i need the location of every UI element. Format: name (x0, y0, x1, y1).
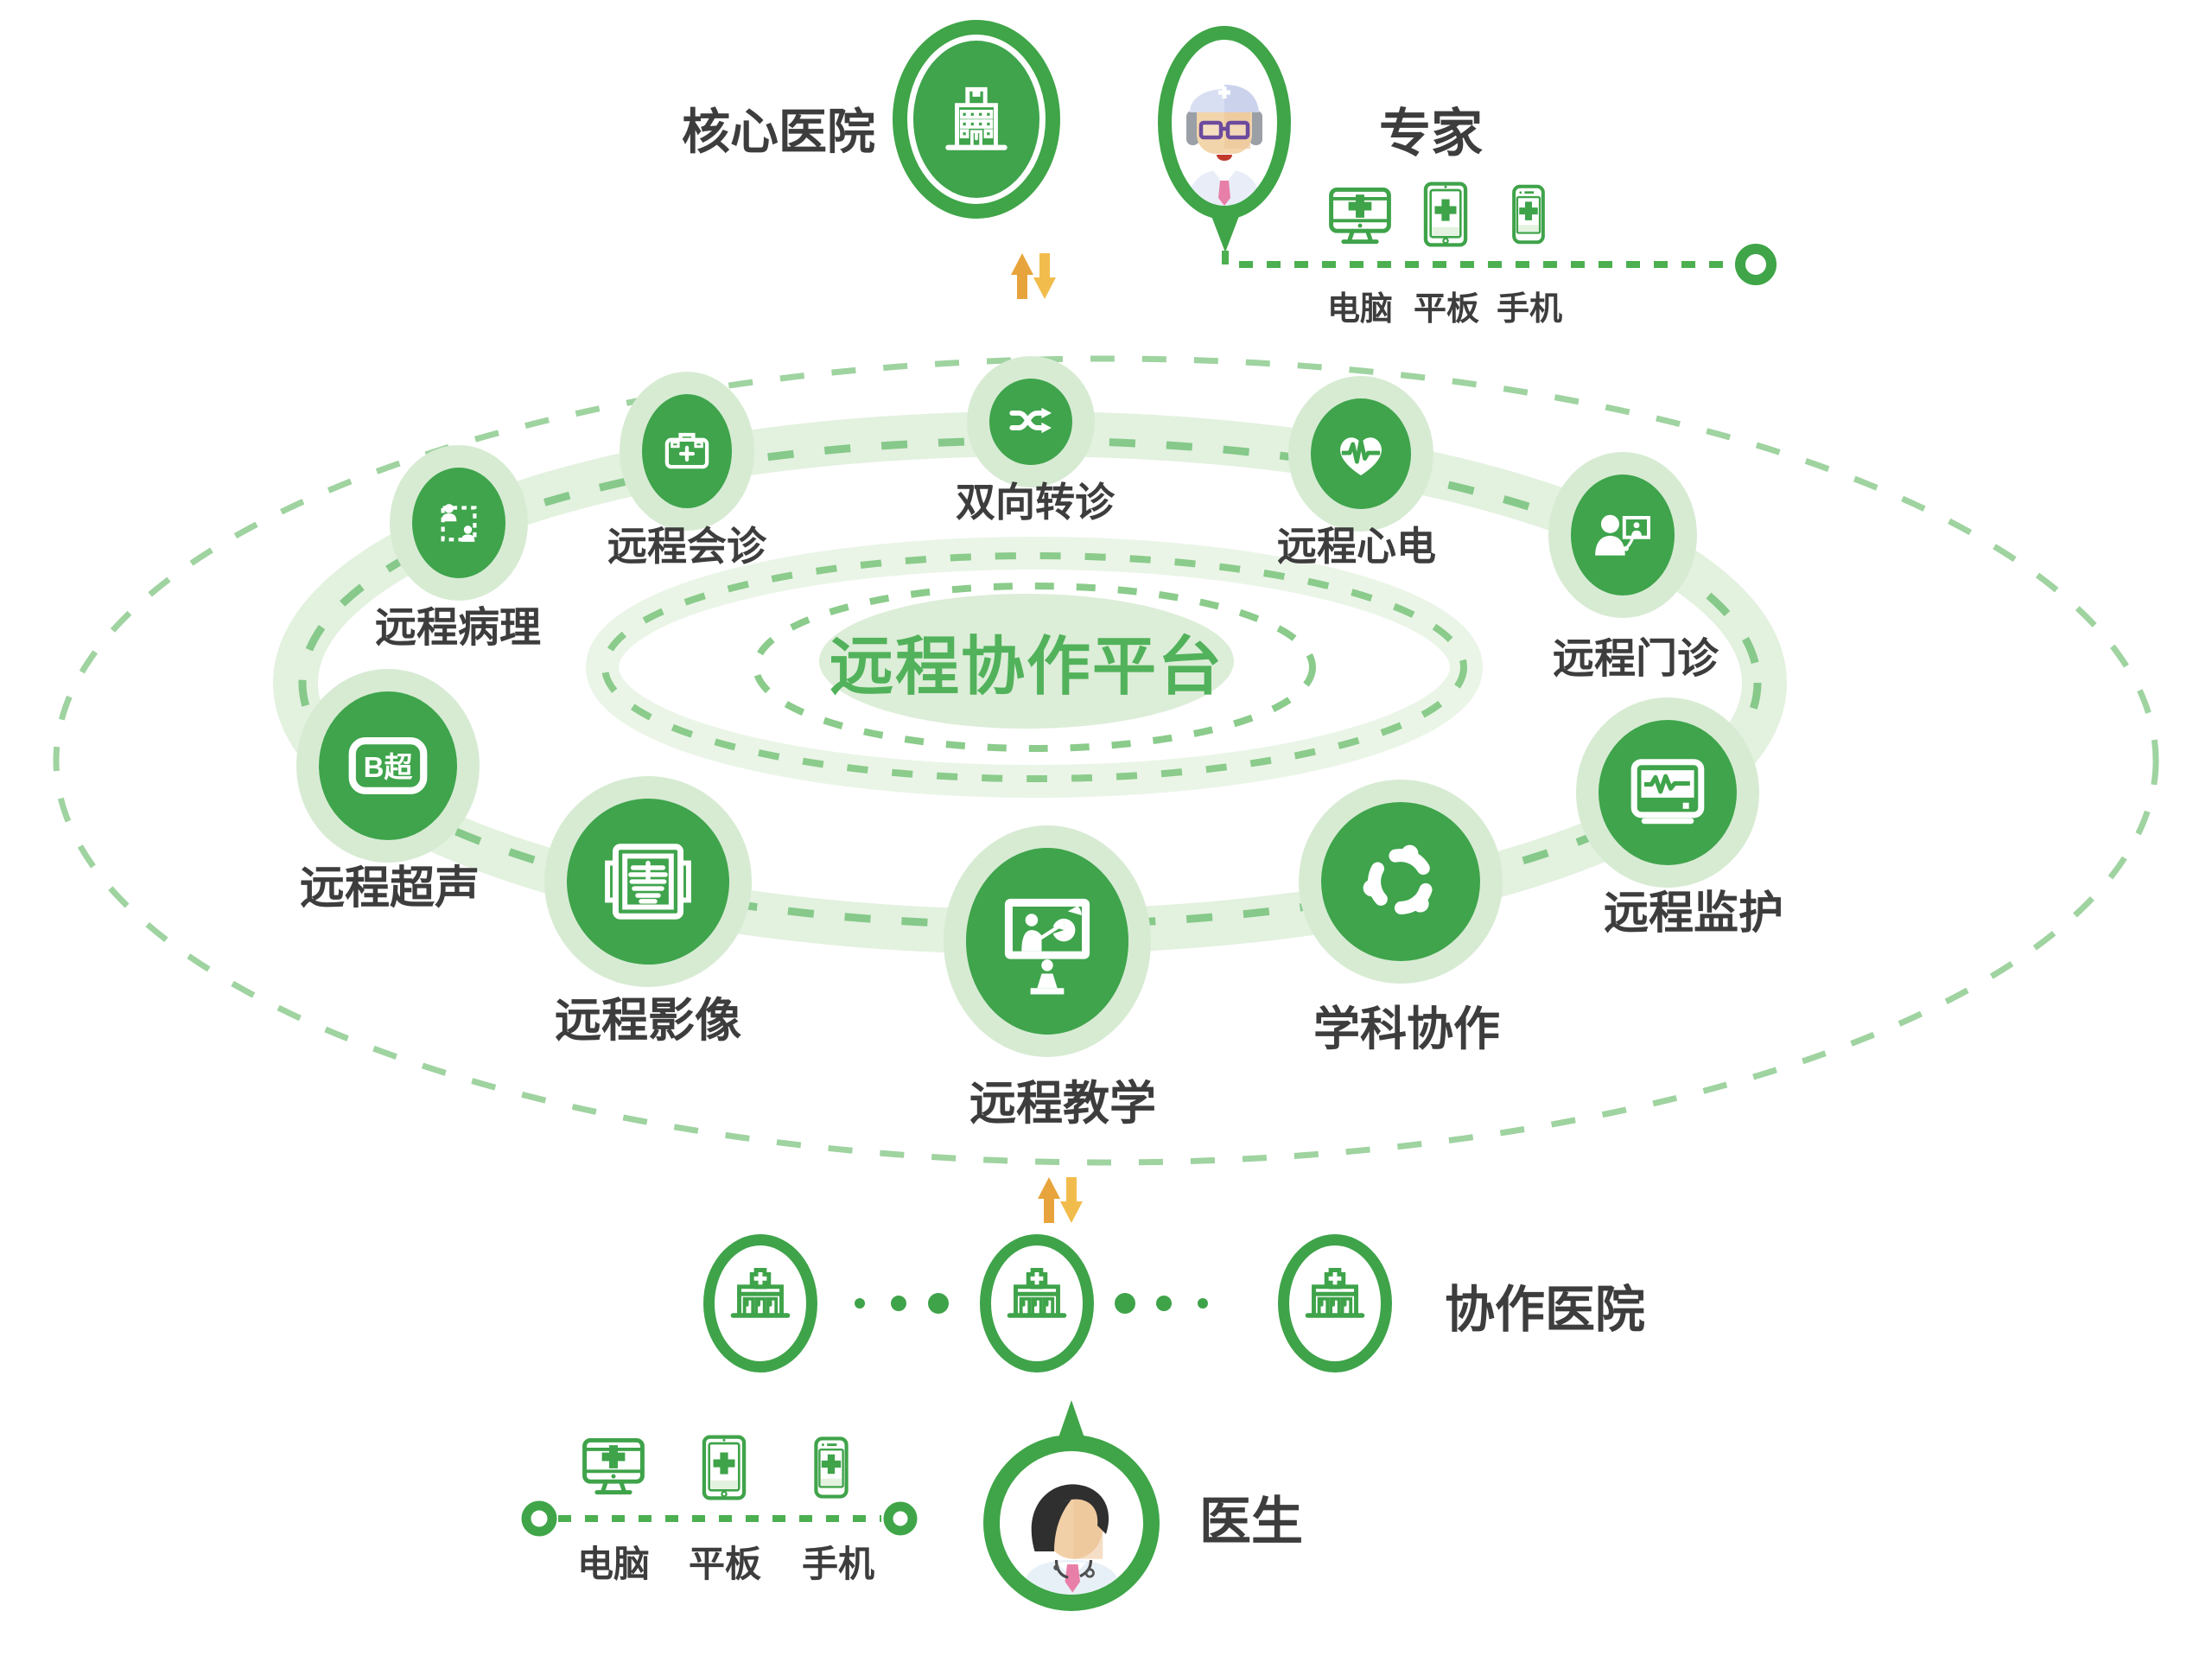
device-label-tablet: 平板 (1413, 291, 1480, 328)
device-label-phone: 手机 (1496, 291, 1563, 328)
node-label-remote-ecg: 远程心电 (1277, 524, 1436, 569)
doctor-illustration (1021, 1484, 1122, 1595)
two-way-arrows-icon (1038, 1177, 1083, 1223)
inner-dashed-ellipse-1 (753, 583, 1316, 752)
inner-dashed-ellipse-2 (601, 552, 1467, 782)
node-remote-ecg (1311, 398, 1411, 509)
collab-hospital-label: 协作医院 (1445, 1282, 1646, 1338)
node-remote-imaging (567, 799, 729, 965)
tablet-icon (702, 1435, 747, 1500)
expert-balloon-tail (1211, 216, 1239, 252)
doctor-avatar (983, 1435, 1160, 1611)
expert-avatar (1158, 26, 1291, 220)
node-remote-monitoring (1599, 720, 1737, 865)
connector-end-ring (521, 1500, 557, 1537)
node-label-remote-monitoring: 远程监护 (1603, 888, 1784, 939)
core-hospital-label: 核心医院 (682, 105, 875, 159)
clinic-building-icon (730, 1268, 791, 1318)
computer-icon (1329, 187, 1391, 245)
clinic-building-icon (1305, 1268, 1365, 1318)
node-label-remote-consultation: 远程会诊 (607, 524, 766, 569)
device-label-tablet: 平板 (688, 1544, 762, 1584)
clinic-building-icon (1007, 1268, 1067, 1318)
xray-film-icon (605, 844, 691, 920)
device-label-computer: 电脑 (576, 1544, 651, 1584)
collab-hospital-node (1278, 1234, 1392, 1372)
connector-end-ring (1735, 244, 1777, 285)
tablet-icon (1423, 182, 1468, 247)
node-label-remote-ultrasound: 远程超声 (299, 863, 480, 914)
heart-ecg-icon (1340, 437, 1382, 475)
hospital-building-icon (945, 86, 1007, 150)
computer-icon (582, 1437, 645, 1495)
core-hospital-circle (913, 41, 1039, 198)
node-remote-consultation (642, 394, 732, 508)
node-label-discipline-collaboration: 学科协作 (1313, 1003, 1500, 1055)
platform-title: 远程协作平台 (830, 630, 1224, 703)
phone-icon (1512, 184, 1545, 245)
node-label-remote-outpatient: 远程门诊 (1552, 636, 1719, 682)
collab-hospital-node (703, 1234, 817, 1372)
video-outpatient-icon (1595, 514, 1650, 556)
node-remote-outpatient (1571, 474, 1675, 595)
node-label-two-way-referral: 双向转诊 (956, 480, 1115, 525)
connector-end-ring (883, 1501, 918, 1536)
node-remote-teaching (966, 848, 1128, 1035)
node-discipline-collaboration (1321, 802, 1480, 961)
ecg-monitor-icon (1630, 759, 1705, 825)
node-remote-ultrasound: B超 (319, 691, 457, 840)
collaboration-people-icon (1363, 844, 1433, 914)
doctor-label: 医生 (1199, 1493, 1303, 1551)
medical-case-icon (664, 432, 709, 469)
b-ultrasound-icon-text: B超 (364, 751, 414, 783)
expert-label: 专家 (1379, 105, 1483, 162)
phone-icon (814, 1436, 849, 1499)
collab-hospital-node (980, 1234, 1094, 1372)
teaching-screen-icon (1004, 898, 1090, 995)
expert-devices-dashed-line (1222, 251, 1733, 268)
node-two-way-referral (989, 379, 1072, 465)
device-label-phone: 手机 (801, 1544, 875, 1584)
device-label-computer: 电脑 (1326, 291, 1394, 328)
b-ultrasound-icon: B超 (348, 737, 428, 794)
doctor-balloon-tail (1056, 1400, 1087, 1445)
node-label-remote-imaging: 远程影像 (555, 995, 741, 1047)
node-remote-pathology (412, 468, 505, 578)
core-hospital-node (893, 20, 1060, 219)
hospital-dots (855, 1293, 1208, 1314)
pathology-share-icon (441, 504, 477, 542)
center-ellipse (819, 594, 1234, 729)
two-way-arrows-icon (1011, 253, 1056, 299)
expert-doctor-illustration (1186, 85, 1262, 206)
node-label-remote-pathology: 远程病理 (374, 605, 542, 651)
shuffle-arrows-icon (1009, 407, 1052, 434)
outer-dashed-ellipse (53, 355, 2159, 1166)
node-label-remote-teaching: 远程教学 (969, 1078, 1156, 1130)
